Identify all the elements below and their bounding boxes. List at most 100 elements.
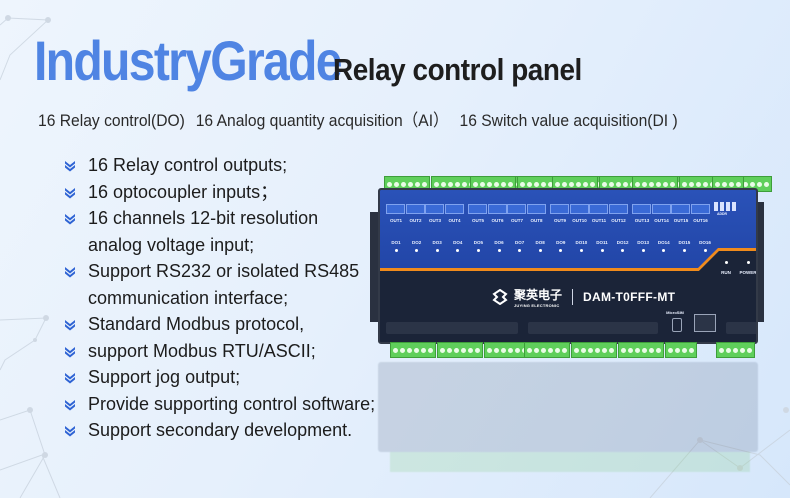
do-led [579, 249, 583, 252]
status-led-run [724, 261, 728, 264]
output-label: OUT14 [654, 218, 669, 223]
relay-12 [608, 204, 628, 214]
pin-label-strip-1 [386, 322, 518, 334]
status-led-label: RUN [721, 270, 731, 275]
do-label: DO8 [535, 240, 545, 245]
do-label: DO6 [494, 240, 504, 245]
feature-list: 16 Relay control outputs; 16 optocoupler… [62, 152, 375, 444]
do-label: DO14 [657, 240, 670, 245]
dip-switch-label: ADDR [716, 212, 728, 216]
do-led [415, 249, 419, 252]
double-chevron-down-icon [65, 161, 75, 172]
subtitle-di: 16 Switch value acquisition(DI ) [459, 111, 678, 130]
relay-10 [569, 204, 589, 214]
subtitle-do: 16 Relay control(DO) [38, 111, 185, 130]
device-reflection [370, 362, 770, 472]
do-label: DO13 [637, 240, 650, 245]
output-label: OUT8 [530, 218, 543, 223]
relay-9 [550, 204, 569, 214]
feature-item: Support secondary development. [62, 417, 375, 444]
do-label: DO4 [453, 240, 463, 245]
do-led [518, 249, 522, 252]
output-label: OUT15 [673, 218, 689, 223]
bottom-terminal-block-3 [716, 342, 755, 358]
relay-14 [651, 204, 671, 214]
relay-controller-device: OUT1 OUT2 OUT3 OUT4 OUT5 OUT6 OUT7 OUT8 OUT9 OUT1… [370, 172, 772, 362]
feature-item: 16 Relay control outputs; [62, 152, 375, 179]
do-label: DO10 [575, 240, 588, 245]
feature-item: Standard Modbus protocol, [62, 311, 375, 338]
double-chevron-down-icon [65, 187, 75, 198]
do-led [456, 249, 460, 252]
do-label: DO1 [391, 240, 401, 245]
output-label: OUT16 [693, 218, 708, 223]
output-label: OUT7 [510, 218, 523, 223]
subtitle: 16 Relay control(DO) 16 Analog quantity … [38, 106, 684, 131]
relay-6 [487, 204, 507, 214]
title-highlight: IndustryGrade [34, 29, 343, 92]
output-label: OUT11 [591, 218, 607, 223]
relay-3 [425, 204, 444, 214]
brand-area: 聚英电子 JUYING ELECTRONIC DAM-T0FFF-MT [492, 286, 675, 308]
relay-4 [444, 204, 464, 214]
dip-switch[interactable] [726, 202, 730, 211]
output-label: OUT1 [389, 218, 402, 223]
bottom-terminal-block-2 [524, 342, 697, 358]
do-label: DO5 [473, 240, 484, 245]
dip-switch[interactable] [732, 202, 736, 211]
do-led [435, 249, 439, 252]
do-led [641, 249, 645, 252]
output-label: OUT4 [448, 218, 461, 223]
status-led-label: POWER [739, 270, 757, 275]
model-number: DAM-T0FFF-MT [583, 290, 676, 304]
do-label: DO16 [699, 240, 711, 245]
relay-16 [690, 204, 710, 214]
double-chevron-down-icon [65, 373, 75, 384]
output-label: OUT6 [491, 218, 504, 223]
output-label: OUT12 [611, 218, 626, 223]
feature-item: 16 optocoupler inputs； [62, 179, 375, 206]
relay-2 [405, 204, 425, 214]
output-label: OUT5 [471, 218, 484, 223]
output-label: OUT13 [634, 218, 650, 223]
microsim-label: MicroSIM [666, 310, 684, 315]
output-label: OUT2 [409, 218, 422, 223]
ethernet-port[interactable] [694, 314, 716, 332]
do-label: DO15 [678, 240, 691, 245]
relay-11 [589, 204, 608, 214]
do-led [621, 249, 625, 252]
do-label: DO7 [514, 240, 525, 245]
output-label: OUT3 [428, 218, 441, 223]
subtitle-ai: 16 Analog quantity acquisition（AI） [195, 111, 449, 130]
dip-switch[interactable] [720, 202, 724, 211]
feature-item: support Modbus RTU/ASCII; [62, 338, 375, 365]
do-label: DO2 [411, 240, 422, 245]
page-title: IndustryGrade Relay control panel [34, 28, 609, 93]
double-chevron-down-icon [65, 399, 75, 410]
output-label: OUT10 [572, 218, 587, 223]
do-led [538, 249, 542, 252]
double-chevron-down-icon [65, 346, 75, 357]
title-rest: Relay control panel [332, 52, 582, 87]
do-led [662, 249, 666, 252]
brand-name: 聚英电子 JUYING ELECTRONIC [514, 288, 563, 308]
do-led [682, 249, 686, 252]
sim-slot[interactable] [672, 318, 682, 332]
indicator-panel [380, 190, 756, 268]
juying-logo-icon [492, 289, 508, 305]
do-led [600, 249, 604, 252]
orange-stripe [380, 248, 756, 290]
brand-separator [572, 289, 574, 305]
do-label: DO11 [596, 240, 608, 245]
do-label: DO12 [616, 240, 629, 245]
do-led [559, 249, 563, 252]
dip-switch[interactable] [714, 202, 718, 211]
output-label: OUT9 [553, 218, 566, 223]
relay-13 [632, 204, 651, 214]
din-rail-clip-left [370, 212, 380, 322]
relay-15 [671, 204, 690, 214]
feature-item: Support jog output; [62, 364, 375, 391]
